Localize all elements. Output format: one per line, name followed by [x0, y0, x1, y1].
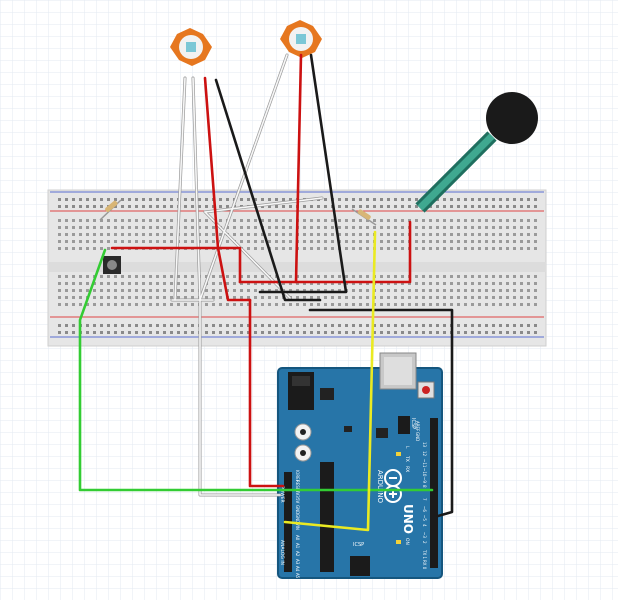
icsp-header: [350, 556, 370, 576]
tx-label: TX: [404, 455, 410, 462]
power-label-group: POWER: [279, 486, 285, 503]
pin-5-label: ~5: [422, 515, 427, 521]
a0-label: A0: [295, 535, 300, 541]
digital-label: DIGITAL (PWM~): [444, 478, 450, 516]
pwr-gnd1-label: GND: [295, 505, 300, 514]
a1-label: A1: [295, 543, 300, 549]
pwr-5v-label: 5V: [295, 498, 300, 504]
pin-2-label: 2: [422, 541, 427, 544]
a4-label: A4: [295, 566, 300, 572]
pin-1-label: TX 1: [422, 549, 427, 559]
pin-gnd-label: GND: [415, 432, 420, 441]
digital-label-group: DIGITAL (PWM~): [444, 478, 450, 516]
icsp2-label-group: ICSP: [410, 418, 416, 429]
digital-pin-labels: AREF GND 13 12 ~11 ~10 ~9 8 7 ~6 ~5 4 ~3…: [415, 421, 427, 570]
pwr-gnd2-label: GND: [295, 514, 300, 523]
arduino-model-group: UNO: [401, 504, 415, 534]
pin-12-label: 12: [422, 451, 427, 457]
reset-button-cap: [422, 386, 430, 394]
icsp-label: ICSP: [353, 542, 364, 548]
pushbutton: [103, 256, 121, 274]
voltage-regulator: [320, 388, 334, 400]
crystal: [344, 426, 352, 432]
atmega-chip: [320, 462, 334, 572]
pwr-vin-label: VIN: [295, 523, 300, 530]
rgb-led-left: [170, 28, 212, 66]
capacitor-2-top: [300, 450, 306, 456]
brand-text: ARDUINO: [376, 470, 384, 503]
a2-label: A2: [295, 551, 300, 557]
analog-label-group: ANALOG IN: [279, 540, 285, 565]
force-sensor: [415, 92, 538, 213]
resistor-right: [351, 208, 377, 226]
pin-10-label: ~10: [422, 468, 427, 477]
arduino-board: ARDUINO UNO ICSP ICSP DIGITAL (PWM~) POW…: [277, 352, 450, 579]
yellow-wire: [283, 230, 377, 532]
white-wires: [171, 54, 323, 496]
pin-6-label: ~6: [422, 506, 427, 512]
pwr-reset-label: RESET: [295, 480, 300, 493]
power-label: POWER: [279, 486, 285, 503]
pin-aref-label: AREF: [415, 421, 420, 432]
rgb-led-right: [280, 20, 322, 58]
l-label: L: [404, 446, 410, 449]
on-label-group: ON: [404, 538, 410, 545]
icsp2-header: [398, 416, 410, 434]
pin-9-label: ~9: [422, 477, 427, 483]
analog-label: ANALOG IN: [279, 540, 285, 565]
red-wires: [110, 53, 412, 488]
led-l: [396, 452, 401, 456]
power-pin-labels: IOREF RESET 3V3 5V GND GND VIN A0 A1 A2 …: [295, 470, 300, 579]
digital-header: [430, 418, 438, 568]
tx-label-group: TX: [404, 455, 410, 462]
usb-connector-inner: [384, 357, 412, 385]
rail-holes-bottom: [58, 320, 538, 334]
pin-4-label: 4: [422, 524, 427, 527]
pin-8-label: 8: [422, 485, 427, 488]
pwr-3v3-label: 3V3: [295, 490, 300, 498]
icsp-label-group: ICSP: [353, 542, 364, 548]
rx-label-group: RX: [404, 466, 410, 472]
black-wires: [214, 53, 454, 518]
force-sensor-pad: [486, 92, 538, 144]
green-wire: [78, 248, 434, 492]
capacitor-1-top: [300, 429, 306, 435]
usb-chip: [376, 428, 388, 438]
model-text: UNO: [401, 504, 415, 534]
pin-13-label: 13: [422, 442, 427, 448]
icsp2-label: ICSP: [410, 418, 416, 429]
wires: [78, 53, 454, 532]
power-jack-inner: [292, 376, 310, 386]
resistor-left: [99, 199, 122, 221]
pwr-ioref-label: IOREF: [295, 470, 300, 483]
pin-7-label: 7: [422, 498, 427, 501]
led-on: [396, 540, 401, 544]
on-label: ON: [404, 538, 410, 545]
pin-0-label: RX 0: [422, 560, 427, 570]
force-sensor-tail-inner: [417, 133, 495, 211]
pin-11-label: ~11: [422, 459, 427, 468]
pin-3-label: ~3: [422, 532, 427, 538]
arduino-logo-right: [384, 485, 402, 503]
a5-label: A5: [295, 573, 300, 579]
l-label-group: L: [404, 446, 410, 449]
a3-label: A3: [295, 559, 300, 565]
arduino-brand-group: ARDUINO: [376, 470, 384, 503]
rx-label: RX: [404, 466, 410, 472]
